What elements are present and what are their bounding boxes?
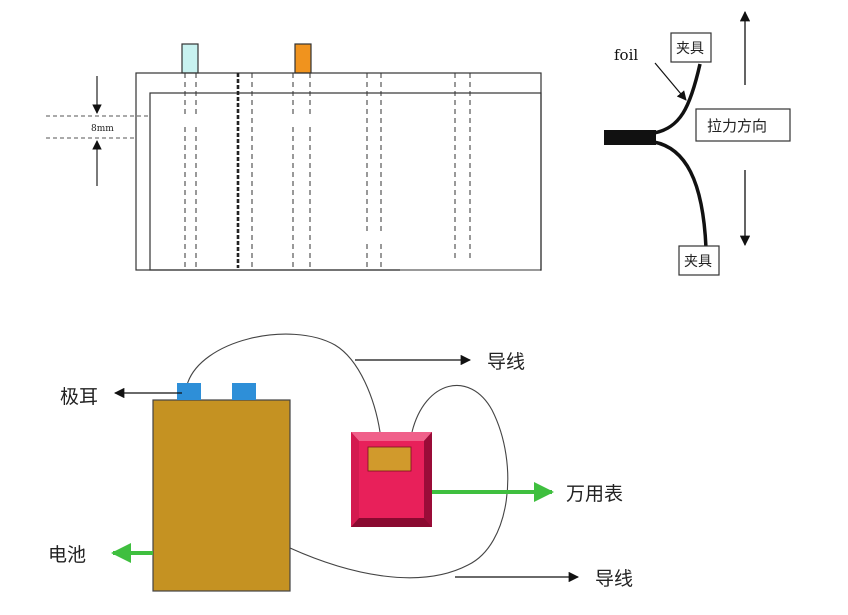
battery-label: 电池 bbox=[48, 544, 86, 566]
battery-tab-right bbox=[232, 383, 256, 400]
tab-right bbox=[294, 43, 312, 74]
foil-pointer bbox=[654, 62, 687, 101]
dashed-cut-lines bbox=[184, 73, 471, 268]
foil-label: foil bbox=[614, 46, 638, 64]
multimeter bbox=[351, 432, 432, 527]
direction-label: 拉力方向 bbox=[707, 117, 767, 135]
outer-sheet bbox=[135, 72, 542, 271]
clamp-bottom-label: 夹具 bbox=[684, 254, 712, 270]
direction-box bbox=[695, 108, 791, 142]
battery-body bbox=[152, 399, 291, 592]
multimeter-screen bbox=[367, 446, 412, 472]
dimension-indicator: 8mm bbox=[46, 76, 150, 186]
wire-top bbox=[186, 333, 381, 433]
wire-right bbox=[289, 385, 509, 579]
foil-upper bbox=[653, 63, 702, 135]
wire-bottom-label: 导线 bbox=[595, 568, 633, 590]
sample-strip bbox=[604, 130, 656, 145]
clamp-top-label: 夹具 bbox=[676, 41, 704, 57]
tab-label: 极耳 bbox=[60, 386, 98, 408]
meter-label: 万用表 bbox=[566, 483, 623, 505]
inner-sheet bbox=[149, 92, 542, 271]
electrode-sheet-diagram: 8mm bbox=[46, 43, 542, 274]
battery-tab-left bbox=[177, 383, 201, 400]
foil-lower bbox=[653, 140, 708, 249]
clamp-bottom bbox=[678, 245, 720, 276]
measurement-diagram: 极耳 导线 万用表 电池 导线 bbox=[48, 333, 633, 592]
peel-test-diagram: 夹具 夹具 foil 拉力方向 bbox=[604, 10, 791, 276]
clamp-top bbox=[670, 32, 712, 63]
tab-left bbox=[181, 43, 199, 74]
wire-top-label: 导线 bbox=[487, 351, 525, 373]
dimension-label: 8mm bbox=[91, 124, 114, 134]
